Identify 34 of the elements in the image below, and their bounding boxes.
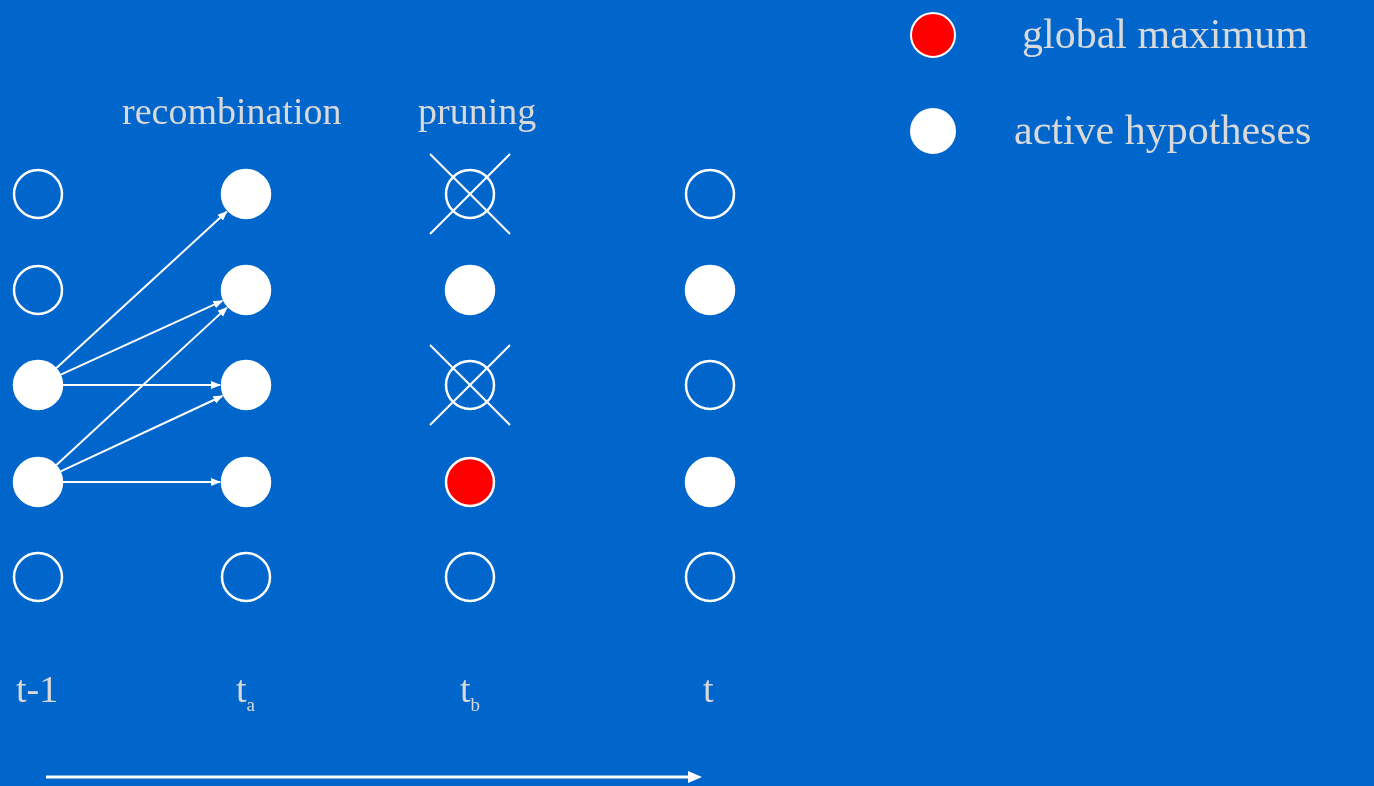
filled-circle [13, 457, 63, 507]
filled-circle [445, 265, 495, 315]
empty-circle [445, 552, 495, 602]
legend-label: global maximum [1022, 13, 1308, 55]
filled-circle [221, 169, 271, 219]
filled-circle [221, 360, 271, 410]
filled-circle [221, 265, 271, 315]
filled-circle [685, 457, 735, 507]
heading: recombination [122, 92, 342, 130]
arrow [62, 381, 221, 389]
arrow [59, 299, 224, 376]
filled-circle [685, 265, 735, 315]
time-label: t$_{b}$ [460, 670, 481, 714]
arrow [55, 306, 228, 467]
empty-circle [685, 360, 735, 410]
arrow [55, 210, 228, 370]
filled-circle [445, 457, 495, 507]
legend-label: active hypotheses [1014, 109, 1312, 151]
time-label: t [703, 670, 714, 708]
arrow [59, 395, 224, 473]
empty-circle [13, 552, 63, 602]
empty-circle [13, 265, 63, 315]
filled-circle [13, 360, 63, 410]
crossed-out-circle [430, 154, 510, 234]
time-label: t$_{a}$ [236, 670, 255, 714]
time-label: t-1 [16, 670, 59, 708]
arrow [62, 478, 221, 486]
heading: pruning [418, 92, 537, 130]
empty-circle [685, 169, 735, 219]
empty-circle [221, 552, 271, 602]
crossed-out-circle [430, 345, 510, 425]
empty-circle [13, 169, 63, 219]
empty-circle [685, 552, 735, 602]
filled-circle [221, 457, 271, 507]
